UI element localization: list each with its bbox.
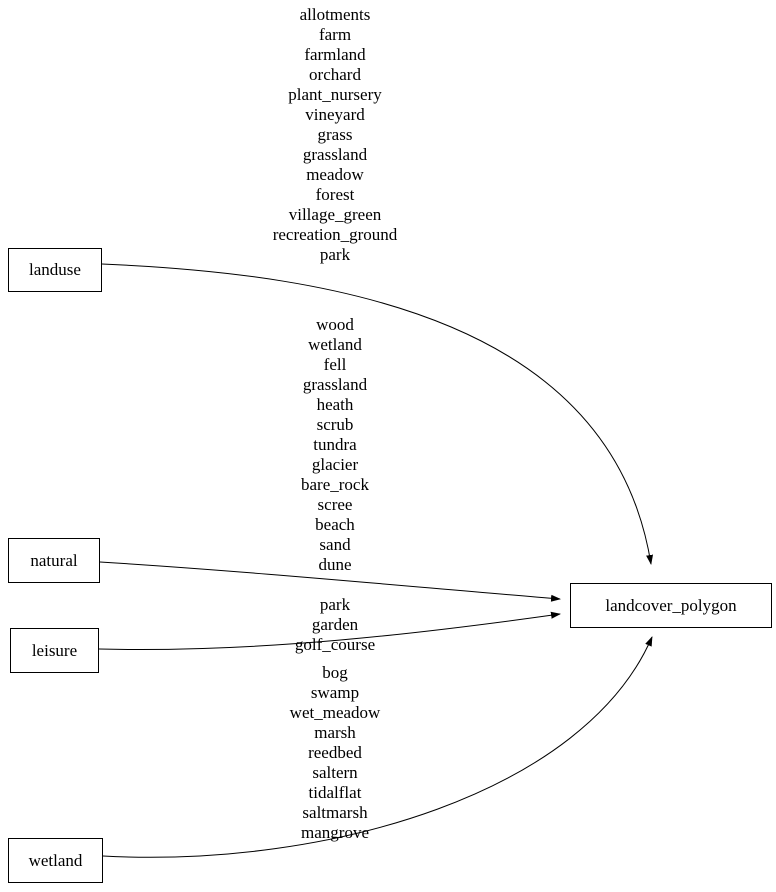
edge-landuse-to-landcover-polygon xyxy=(101,263,654,565)
edge-leisure-to-landcover-polygon xyxy=(98,611,561,651)
edge-label-wetland-values: bog swamp wet_meadow marsh reedbed salte… xyxy=(289,663,381,842)
node-leisure: leisure xyxy=(10,628,99,673)
edge-label-landuse-values: allotments farm farmland orchard plant_n… xyxy=(272,5,398,264)
edge-natural-to-landcover-polygon xyxy=(99,561,561,602)
edge-wetland-to-landcover-polygon xyxy=(102,636,653,858)
node-wetland: wetland xyxy=(8,838,103,883)
node-landcover-polygon: landcover_polygon xyxy=(570,583,772,628)
edge-label-leisure-values: park garden golf_course xyxy=(294,595,376,654)
node-natural: natural xyxy=(8,538,100,583)
edge-label-natural-values: wood wetland fell grassland heath scrub … xyxy=(301,315,369,574)
node-landuse: landuse xyxy=(8,248,102,292)
